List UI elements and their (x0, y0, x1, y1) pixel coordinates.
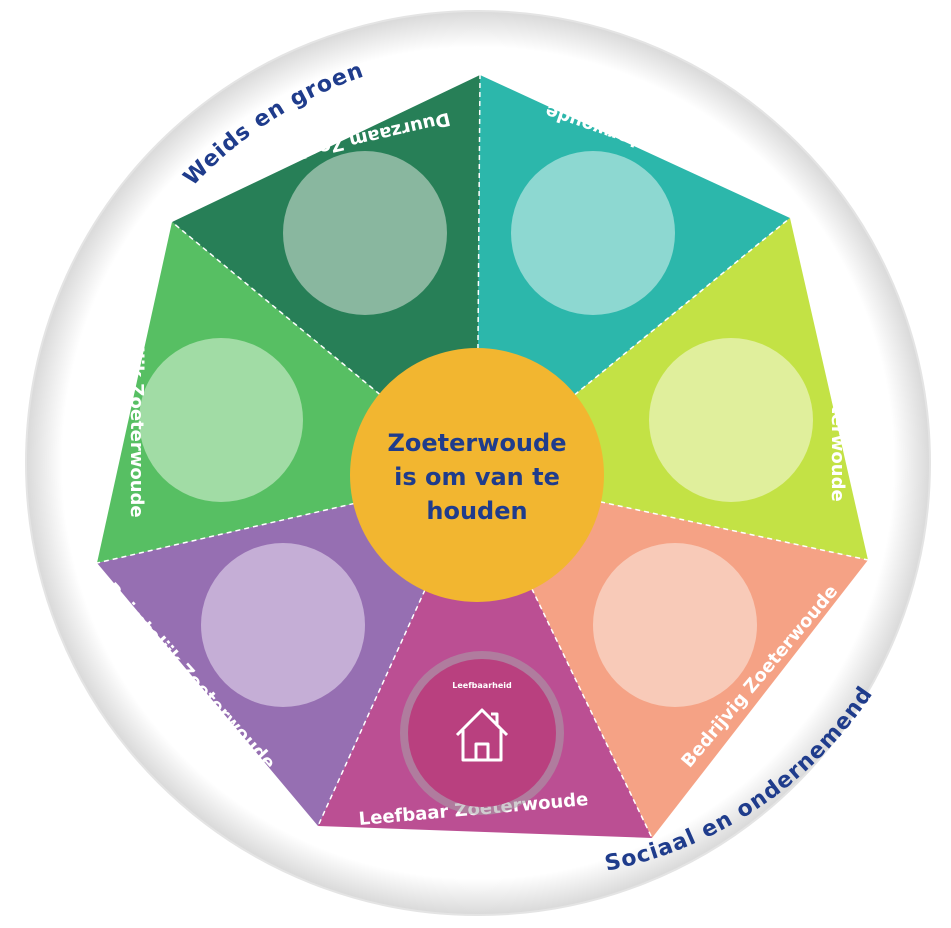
center-text-line-2: is om van te (394, 463, 560, 491)
house-icon (455, 708, 509, 762)
center-text-line-1: Zoeterwoude (388, 429, 567, 457)
badge-label: Leefbaarheid (452, 681, 512, 690)
segment-circle-natuurlijk (139, 338, 303, 502)
segment-label-samen: Samen Zoeterwoude (827, 292, 848, 501)
segment-circle-duurzaam (283, 151, 447, 315)
leefbaarheid-badge[interactable]: Leefbaarheid (400, 651, 564, 815)
segment-label-natuurlijk: Natuurlijk Zoeterwoude (126, 276, 147, 517)
segment-circle-ruimtelijk (201, 543, 365, 707)
segment-circle-gezond (511, 151, 675, 315)
segment-circle-samen (649, 338, 813, 502)
center-circle (350, 348, 604, 602)
segment-circle-bedrijvig (593, 543, 757, 707)
center-text-line-3: houden (426, 497, 527, 525)
